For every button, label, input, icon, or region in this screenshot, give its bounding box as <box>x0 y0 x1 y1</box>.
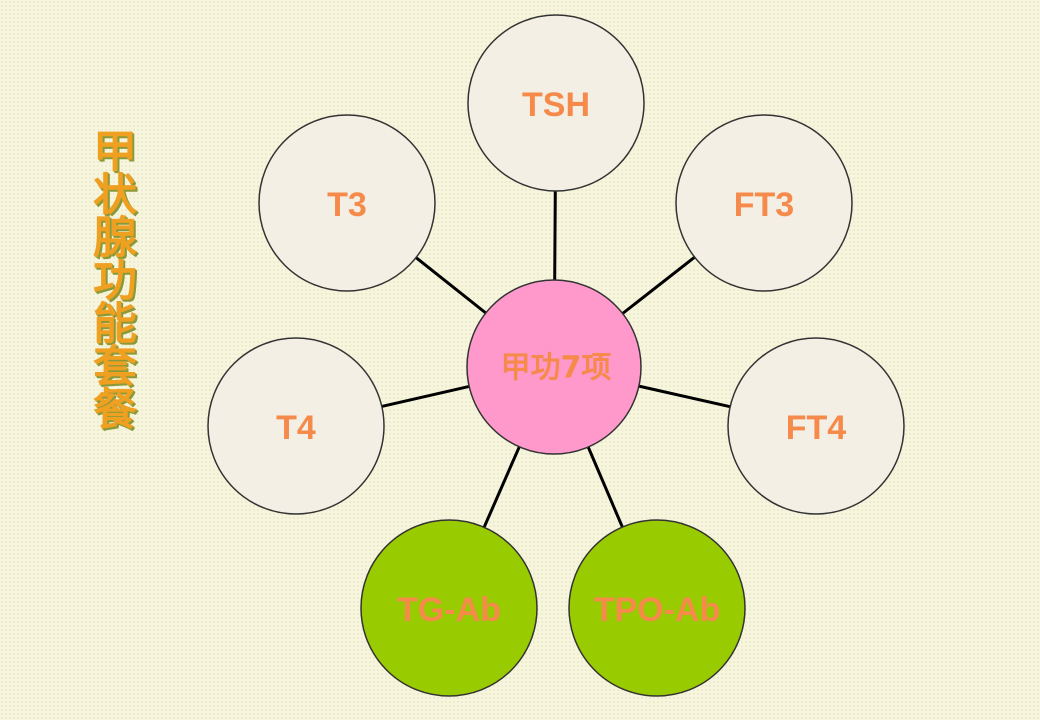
node-tsh: TSH <box>467 14 645 192</box>
node-circle-tg-ab <box>360 519 538 697</box>
node-label-t4: T4 <box>276 409 316 447</box>
connector-tg-ab <box>482 446 521 528</box>
node-circle-t4 <box>207 337 385 515</box>
connectors <box>381 190 731 528</box>
node-label-tpo-ab: TPO-Ab <box>594 591 721 629</box>
node-circle-ft3 <box>675 114 853 292</box>
center-node: 甲功7项 <box>466 279 642 455</box>
vertical-title: 甲状腺功能套餐 <box>85 128 136 429</box>
connector-tpo-ab <box>586 446 624 528</box>
connector-tsh <box>553 190 557 281</box>
node-tpo-ab: TPO-Ab <box>568 519 746 697</box>
node-label-ft4: FT4 <box>786 409 847 447</box>
connector-ft3 <box>621 256 696 315</box>
node-circle-t3 <box>258 114 436 292</box>
node-t4: T4 <box>207 337 385 515</box>
node-label-t3: T3 <box>327 186 367 224</box>
connector-t3 <box>415 256 487 315</box>
center-circle <box>466 279 642 455</box>
node-circle-ft4 <box>727 337 905 515</box>
node-label-ft3: FT3 <box>734 186 794 224</box>
node-tg-ab: TG-Ab <box>360 519 538 697</box>
connector-ft4 <box>638 384 731 409</box>
node-label-tsh: TSH <box>522 86 590 124</box>
node-ft3: FT3 <box>675 114 853 292</box>
node-ft4: FT4 <box>727 337 905 515</box>
node-t3: T3 <box>258 114 436 292</box>
node-label-tg-ab: TG-Ab <box>397 591 501 629</box>
node-circle-tsh <box>467 14 645 192</box>
node-circle-tpo-ab <box>568 519 746 697</box>
connector-t4 <box>381 384 470 408</box>
center-label: 甲功7项 <box>501 351 612 386</box>
